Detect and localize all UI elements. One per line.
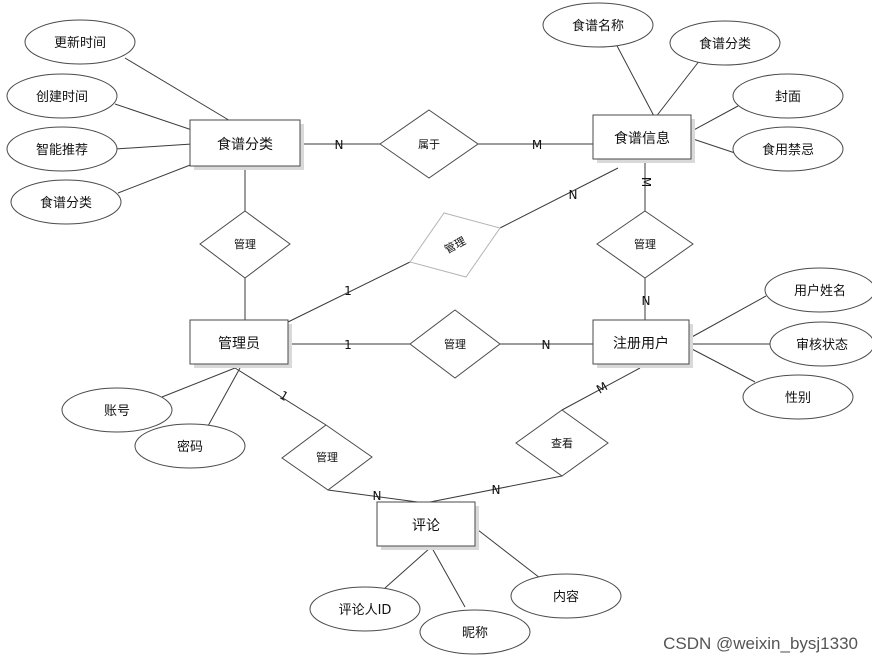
- attr-update-time: 更新时间: [24, 19, 136, 65]
- rel-admin-info-manage: 管理: [409, 212, 501, 278]
- rel-admin-comment-manage: 管理: [281, 424, 373, 491]
- entity-recipe-info-label: 食谱信息: [614, 130, 670, 147]
- entity-admin: 管理员: [189, 319, 292, 368]
- attr-password: 密码: [134, 423, 246, 469]
- rel-admin-user-manage-label: 管理: [444, 337, 466, 351]
- entity-registered-user-label: 注册用户: [613, 335, 669, 352]
- card-admin-user-n: N: [542, 338, 551, 352]
- attr-account-label: 账号: [104, 404, 130, 419]
- entity-admin-label: 管理员: [218, 336, 260, 352]
- edge-manage-comment: [327, 489, 426, 504]
- rel-user-comment-view-label: 查看: [551, 436, 573, 450]
- card-info-user-m: M: [639, 177, 653, 187]
- edge-admin-manage-comment: [234, 367, 327, 426]
- rel-admin-comment-manage-label: 管理: [316, 450, 338, 464]
- rel-user-comment-view: 查看: [515, 409, 609, 477]
- attr-gender-label: 性别: [785, 391, 811, 406]
- edge-category-recipe-category: [117, 161, 199, 194]
- edge-admin-account: [161, 367, 236, 398]
- entities: 食谱分类 食谱信息 管理员 注册用户 评论: [189, 114, 695, 550]
- rel-belongs-to-label: 属于: [418, 138, 440, 151]
- attr-recipe-name-label: 食谱名称: [572, 18, 624, 34]
- attr-nickname-label: 昵称: [462, 626, 488, 641]
- edge-category-smart-recommend: [114, 143, 193, 150]
- entity-comment-label: 评论: [412, 518, 440, 534]
- edge-admin-manage-faded: [287, 261, 411, 323]
- attr-cover-label: 封面: [775, 90, 801, 105]
- edge-comment-content: [477, 529, 541, 579]
- entity-registered-user: 注册用户: [592, 319, 693, 368]
- attr-commenter-id: 评论人ID: [309, 586, 421, 632]
- attr-gender: 性别: [742, 374, 854, 420]
- watermark: CSDN @weixin_bysj1330: [663, 634, 858, 653]
- relationships: 属于 管理 管理 管理 管理 管理 查看: [199, 109, 694, 491]
- attr-smart-recommend: 智能推荐: [6, 126, 118, 172]
- attr-recipe-name: 食谱名称: [542, 2, 654, 48]
- attr-category-recipe-label: 食谱分类: [40, 195, 92, 211]
- edges: [114, 41, 770, 608]
- attr-category-recipe: 食谱分类: [10, 179, 122, 225]
- edge-user-view: [561, 367, 641, 411]
- attr-info-category: 食谱分类: [669, 20, 781, 66]
- attr-password-label: 密码: [177, 439, 203, 455]
- entity-recipe-category: 食谱分类: [189, 119, 304, 170]
- attr-nickname: 昵称: [419, 609, 531, 655]
- edge-user-gender: [689, 347, 756, 383]
- attr-create-time-label: 创建时间: [36, 90, 88, 105]
- edge-category-update-time: [124, 57, 233, 123]
- attr-cover: 封面: [732, 73, 844, 119]
- card-info-user-n: N: [642, 294, 651, 308]
- attr-food-taboo-label: 食用禁忌: [762, 142, 814, 158]
- card-admin-comment-n: N: [373, 489, 382, 503]
- entity-recipe-info: 食谱信息: [592, 114, 695, 163]
- attr-create-time: 创建时间: [6, 73, 118, 119]
- card-user-comment-n: N: [492, 483, 501, 497]
- rel-info-user-manage: 管理: [596, 210, 694, 279]
- edge-view-comment: [424, 475, 563, 504]
- attr-commenter-id-label: 评论人ID: [339, 603, 392, 618]
- attributes: 更新时间 创建时间 智能推荐 食谱分类 食谱名称 食谱分类 封面 食用禁忌: [6, 2, 872, 655]
- edge-category-create-time: [114, 103, 193, 131]
- edge-info-recipe-name: [614, 41, 656, 119]
- entity-comment: 评论: [376, 501, 479, 550]
- rel-belongs-to: 属于: [379, 109, 479, 179]
- edge-comment-commenter-id: [384, 547, 431, 589]
- rel-category-admin-manage-label: 管理: [234, 237, 256, 251]
- attr-smart-recommend-label: 智能推荐: [36, 143, 88, 158]
- entity-recipe-category-label: 食谱分类: [217, 136, 273, 153]
- card-info-belongs: M: [532, 138, 542, 152]
- edge-user-user-name: [689, 295, 767, 339]
- rel-admin-user-manage: 管理: [409, 309, 501, 379]
- rel-category-admin-manage: 管理: [199, 210, 291, 279]
- edge-info-cover: [689, 105, 739, 133]
- attr-review-status-label: 审核状态: [796, 338, 848, 353]
- edge-comment-nickname: [431, 547, 466, 608]
- card-admin-user-1: 1: [344, 338, 352, 352]
- attr-content: 内容: [510, 573, 622, 619]
- attr-user-name-label: 用户姓名: [794, 283, 846, 299]
- attr-review-status: 审核状态: [769, 321, 872, 367]
- edge-info-info-category: [654, 59, 701, 119]
- attr-update-time-label: 更新时间: [54, 35, 106, 51]
- edge-manage-faded-info: [499, 167, 619, 229]
- attr-content-label: 内容: [553, 589, 579, 605]
- attr-food-taboo: 食用禁忌: [732, 126, 844, 172]
- rel-info-user-manage-label: 管理: [634, 237, 656, 251]
- attr-info-category-label: 食谱分类: [699, 36, 751, 52]
- attr-account: 账号: [61, 387, 173, 433]
- edge-admin-password: [207, 367, 241, 427]
- edge-info-food-taboo: [689, 137, 736, 154]
- card-info-admin-n: N: [569, 188, 578, 202]
- card-category-belongs: N: [335, 138, 344, 152]
- card-admin-info-1: 1: [344, 284, 352, 298]
- attr-user-name: 用户姓名: [764, 267, 872, 313]
- card-user-comment-m: M: [594, 379, 610, 396]
